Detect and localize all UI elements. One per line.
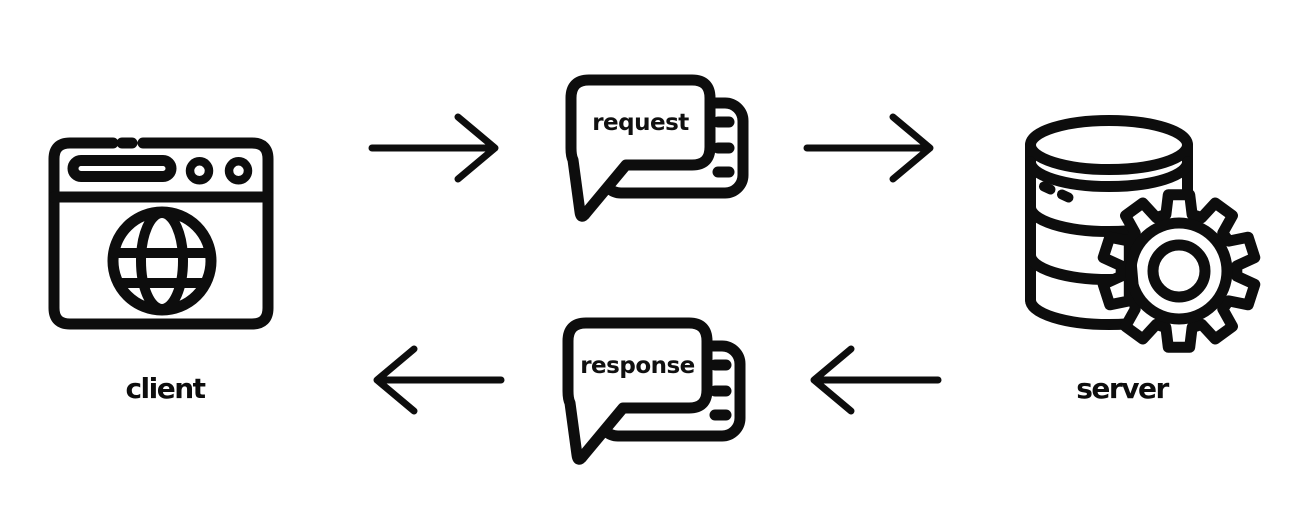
url-bar-icon — [67, 155, 177, 182]
chat-bubble-icon — [565, 74, 749, 222]
response-label: response — [580, 352, 695, 379]
request-bubble: request — [560, 68, 760, 238]
server-label: server — [1076, 372, 1169, 405]
globe-icon — [107, 206, 217, 316]
database-dot-icon — [1057, 189, 1074, 203]
arrow-left-icon — [810, 345, 942, 415]
window-control-icon — [224, 157, 253, 185]
arrow-right-icon — [368, 113, 499, 183]
client-label: client — [125, 372, 206, 405]
gear-icon — [1097, 189, 1261, 353]
front-bubble-icon — [565, 74, 716, 222]
database-gear-icon — [1025, 115, 1261, 353]
request-label: request — [592, 109, 689, 136]
arrow-right-icon — [803, 113, 934, 183]
browser-globe-icon — [48, 137, 274, 330]
arrow-left-icon — [373, 345, 505, 415]
chat-bubble-icon — [562, 317, 746, 465]
window-control-icon — [185, 157, 214, 185]
front-bubble-icon — [562, 317, 713, 465]
browser-window-outline — [48, 137, 274, 330]
database-dot-icon — [1039, 181, 1056, 195]
response-bubble: response — [557, 311, 757, 481]
